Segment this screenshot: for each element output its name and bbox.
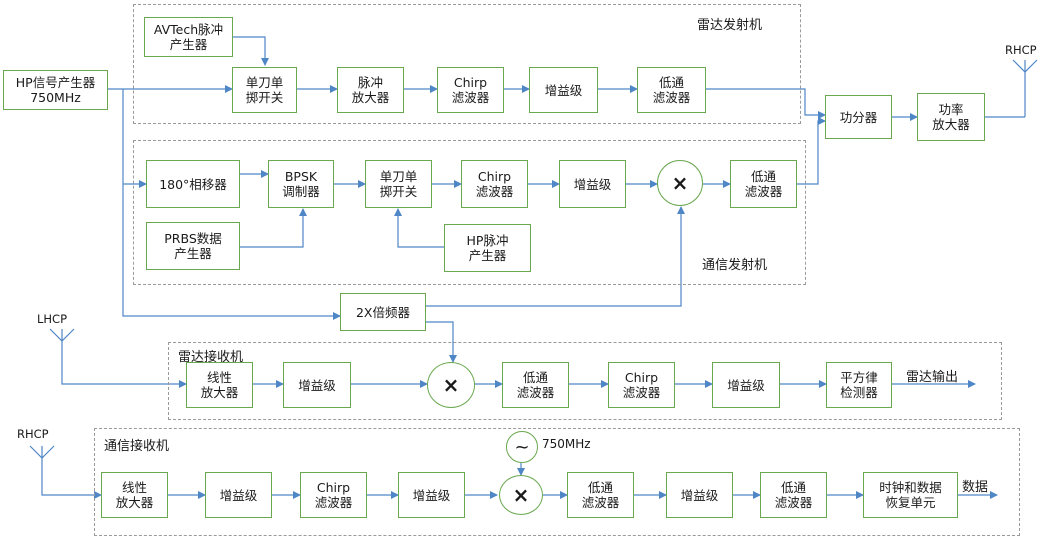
lhcp-rx-antenna-icon	[49, 328, 75, 342]
comm-rx-chirp-filter: Chirp 滤波器	[300, 472, 367, 518]
radar-rx-group-label: 雷达接收机	[178, 350, 244, 365]
comm-tx-spdt-switch: 单刀单 掷开关	[365, 160, 432, 208]
radar-rx-group	[168, 342, 1002, 420]
radar-rx-chirp-filter: Chirp 滤波器	[608, 362, 675, 408]
radar-tx-lowpass-filter: 低通 滤波器	[637, 67, 706, 113]
data-output-label: 数据	[962, 480, 989, 495]
comm-rx-lowpass-filter: 低通 滤波器	[567, 472, 634, 518]
square-law-detector: 平方律 检测器	[826, 362, 892, 408]
comm-rx-linear-amplifier: 线性 放大器	[101, 472, 168, 518]
radar-rx-mixer: ×	[427, 362, 475, 408]
rhcp-rx-antenna-label: RHCP	[17, 427, 49, 441]
power-amplifier: 功率 放大器	[917, 93, 985, 141]
comm-tx-group-label: 通信发射机	[702, 258, 768, 273]
rhcp-tx-antenna-label: RHCP	[1005, 43, 1037, 57]
comm-tx-gain-stage: 增益级	[559, 160, 626, 208]
comm-rx-mixer: ×	[499, 475, 543, 515]
frequency-doubler: 2X倍频器	[340, 293, 426, 331]
hp-signal-generator: HP信号产生器 750MHz	[3, 70, 108, 110]
radar-rx-lowpass-filter: 低通 滤波器	[502, 362, 569, 408]
local-oscillator-icon: ~	[506, 431, 538, 463]
hp-pulse-generator: HP脉冲 产生器	[444, 224, 531, 272]
clock-data-recovery-unit: 时钟和数据 恢复单元	[863, 472, 958, 518]
radar-tx-chirp-filter: Chirp 滤波器	[437, 67, 504, 113]
comm-tx-group	[133, 140, 806, 285]
avtech-pulse-generator: AVTech脉冲 产生器	[144, 17, 233, 57]
comm-rx-group	[94, 428, 1020, 536]
power-splitter: 功分器	[825, 95, 892, 139]
radar-tx-group-label: 雷达发射机	[697, 18, 763, 33]
radar-tx-spdt-switch: 单刀单 掷开关	[232, 67, 297, 113]
bpsk-modulator: BPSK 调制器	[268, 160, 334, 208]
phase-shifter-180: 180°相移器	[146, 160, 240, 208]
comm-rx-gain-stage-2: 增益级	[398, 472, 465, 518]
rhcp-tx-antenna-icon	[1012, 59, 1038, 73]
radar-tx-gain-stage: 增益级	[529, 67, 598, 113]
pulse-amplifier: 脉冲 放大器	[337, 67, 404, 113]
radar-tx-group	[133, 4, 801, 124]
comm-tx-mixer: ×	[657, 160, 703, 206]
radar-output-label: 雷达输出	[906, 370, 959, 385]
comm-rx-gain-stage: 增益级	[205, 472, 272, 518]
prbs-data-generator: PRBS数据 产生器	[146, 222, 240, 270]
radar-rx-linear-amplifier: 线性 放大器	[186, 362, 253, 408]
comm-tx-chirp-filter: Chirp 滤波器	[461, 160, 528, 208]
radar-rx-gain-stage-2: 增益级	[712, 362, 780, 408]
local-oscillator-frequency: 750MHz	[542, 437, 591, 451]
comm-rx-group-label: 通信接收机	[104, 439, 170, 454]
radar-rx-gain-stage: 增益级	[283, 362, 351, 408]
rhcp-rx-antenna-icon	[29, 445, 55, 459]
comm-tx-lowpass-filter: 低通 滤波器	[730, 160, 797, 208]
comm-rx-lowpass-filter-2: 低通 滤波器	[760, 472, 827, 518]
comm-rx-gain-stage-3: 增益级	[666, 472, 733, 518]
lhcp-rx-antenna-label: LHCP	[37, 312, 68, 326]
